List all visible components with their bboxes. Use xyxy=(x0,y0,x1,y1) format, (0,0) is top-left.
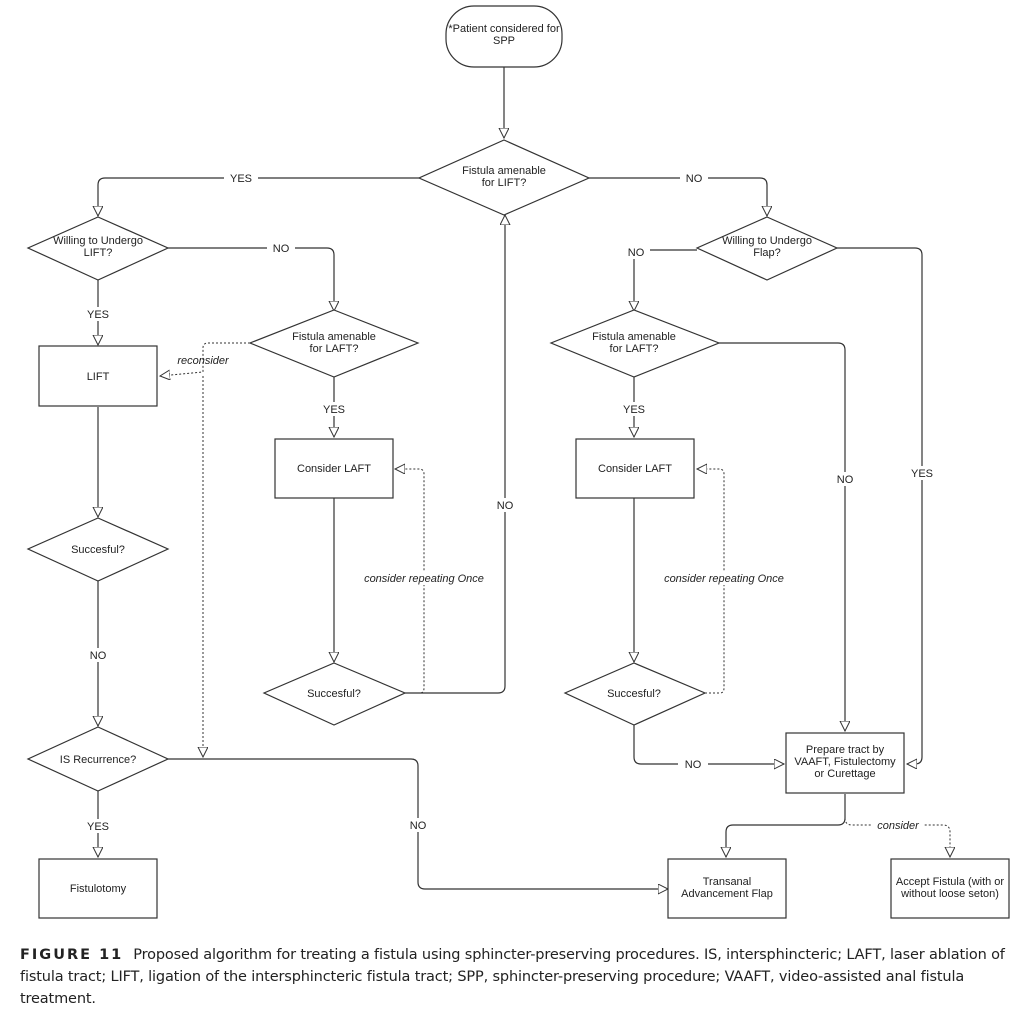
label-willing-flap-no: NO xyxy=(628,247,645,259)
edge-prepare-to-flap xyxy=(726,794,846,857)
edge-lift-no xyxy=(589,177,767,216)
svg-text:Fistulotomy: Fistulotomy xyxy=(70,883,127,895)
label-laft-right-yes: YES xyxy=(623,404,645,416)
node-text-line: Consider LAFT xyxy=(297,463,371,475)
node-is-recurrence: IS Recurrence? xyxy=(26,726,170,792)
node-text-line: Succesful? xyxy=(607,688,661,700)
edge-willing-flap-yes xyxy=(837,247,923,764)
node-lift: LIFT xyxy=(38,345,158,407)
node-successful-laft-right: Succesful? xyxy=(563,662,707,726)
node-text-line: Consider LAFT xyxy=(598,463,672,475)
node-text-line: Succesful? xyxy=(71,544,125,556)
label-reconsider: reconsider xyxy=(177,355,230,367)
node-text-line: VAAFT, Fistulectomy xyxy=(794,756,896,768)
edge-laft-right-no xyxy=(719,342,845,731)
node-successful-lift: Succesful? xyxy=(26,517,170,582)
node-text-line: Fistula amenable xyxy=(462,165,546,177)
label-lift-no: NO xyxy=(686,173,703,185)
flowchart: YES NO NO YES reconsider YES consider re… xyxy=(26,5,1010,919)
label-consider: consider xyxy=(877,820,920,832)
node-text-line: LIFT? xyxy=(84,247,113,259)
edge-labels: YES NO NO YES reconsider YES consider re… xyxy=(82,171,938,833)
label-laft-left-fail-no: NO xyxy=(497,500,514,512)
node-text-line: without loose seton) xyxy=(900,888,999,900)
node-text-line: for LAFT? xyxy=(610,343,659,355)
edge-lift-yes xyxy=(98,177,419,216)
node-successful-laft-left: Succesful? xyxy=(262,662,407,726)
figure-label: FIGURE 11 xyxy=(20,947,124,963)
label-lift-success-no: NO xyxy=(90,650,107,662)
label-laft-left-yes: YES xyxy=(323,404,345,416)
label-lift-yes: YES xyxy=(230,173,252,185)
label-recurrence-yes: YES xyxy=(87,821,109,833)
svg-text:LIFT: LIFT xyxy=(87,371,110,383)
node-consider-laft-left: Consider LAFT xyxy=(274,438,394,499)
node-text-line: for LAFT? xyxy=(310,343,359,355)
edge-laft-left-fail-no xyxy=(405,215,505,694)
node-fistulotomy: Fistulotomy xyxy=(38,858,158,919)
node-text-line: for LIFT? xyxy=(482,177,527,189)
label-laft-right-no: NO xyxy=(837,474,854,486)
label-recurrence-no: NO xyxy=(410,820,427,832)
node-text-line: *Patient considered for xyxy=(448,23,560,35)
svg-text:Consider LAFT: Consider LAFT xyxy=(598,463,672,475)
node-text-line: Succesful? xyxy=(307,688,361,700)
node-text-line: SPP xyxy=(493,35,515,47)
label-willing-lift-no: NO xyxy=(273,243,290,255)
label-willing-flap-yes: YES xyxy=(911,468,933,480)
node-text-line: Willing to Undergo xyxy=(53,235,143,247)
node-text-line: Fistulotomy xyxy=(70,883,127,895)
node-text-line: Flap? xyxy=(753,247,781,259)
node-text-line: Transanal xyxy=(703,876,752,888)
node-text-line: LIFT xyxy=(87,371,110,383)
node-text-line: Fistula amenable xyxy=(592,331,676,343)
node-text-line: Advancement Flap xyxy=(681,888,773,900)
svg-text:Succesful?: Succesful? xyxy=(607,688,661,700)
edge-laft-right-fail-no xyxy=(633,724,784,764)
caption-text: Proposed algorithm for treating a fistul… xyxy=(20,947,1005,1007)
svg-text:Succesful?: Succesful? xyxy=(71,544,125,556)
node-text-line: Accept Fistula (with or xyxy=(896,876,1005,888)
label-repeat-right: consider repeating Once xyxy=(664,573,784,585)
label-willing-lift-yes: YES xyxy=(87,309,109,321)
svg-text:Consider LAFT: Consider LAFT xyxy=(297,463,371,475)
label-laft-right-fail-no: NO xyxy=(685,759,702,771)
node-consider-laft-right: Consider LAFT xyxy=(575,438,695,499)
node-text-line: Prepare tract by xyxy=(806,744,885,756)
label-repeat-left: consider repeating Once xyxy=(364,573,484,585)
node-text-line: or Curettage xyxy=(814,768,875,780)
svg-text:Succesful?: Succesful? xyxy=(307,688,361,700)
edge-willing-lift-no xyxy=(168,247,334,311)
node-text-line: Fistula amenable xyxy=(292,331,376,343)
svg-text:IS Recurrence?: IS Recurrence? xyxy=(60,754,136,766)
edge-willing-flap-no xyxy=(634,249,697,311)
node-text-line: Willing to Undergo xyxy=(722,235,812,247)
node-text-line: IS Recurrence? xyxy=(60,754,136,766)
edge-reconsider xyxy=(160,342,250,376)
